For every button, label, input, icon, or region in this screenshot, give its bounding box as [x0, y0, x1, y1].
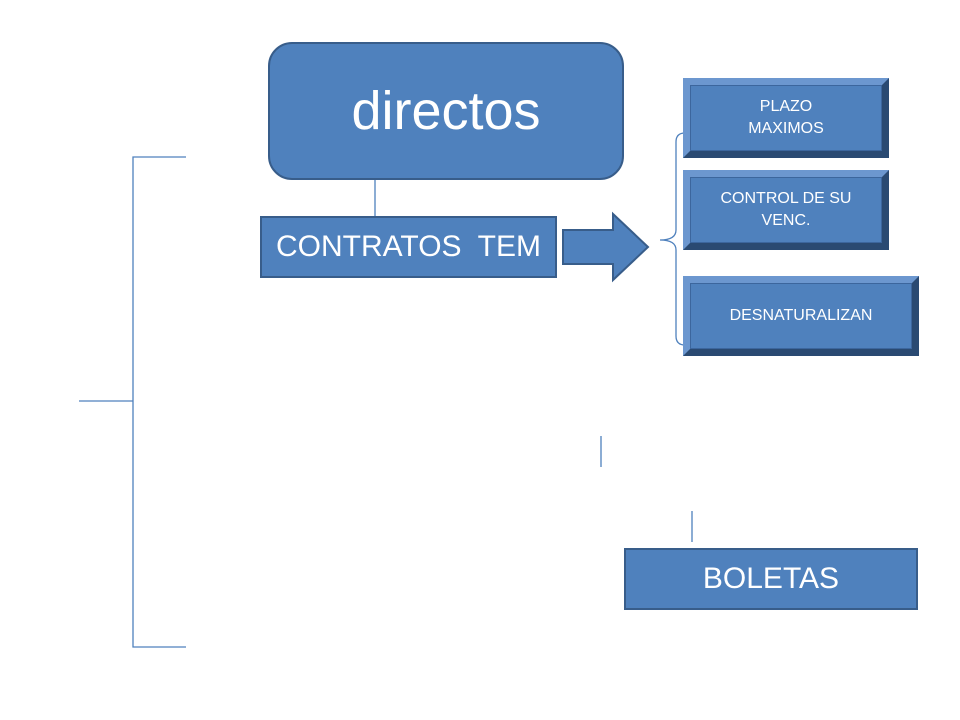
top-node-label: directos: [351, 81, 541, 141]
main-node-label: CONTRATOS TEM: [275, 230, 542, 263]
right-block-arrow: [562, 211, 650, 283]
main-node-contratos[interactable]: CONTRATOS TEM: [260, 216, 557, 278]
branch-label-desnaturalizan: DESNATURALIZAN: [729, 306, 873, 324]
branch-node-plazo[interactable]: PLAZO MAXIMOS: [683, 78, 889, 158]
branch-node-desnaturalizan[interactable]: DESNATURALIZAN: [683, 276, 919, 356]
top-node-directos[interactable]: directos: [268, 42, 624, 180]
bottom-node-label: BOLETAS: [702, 562, 840, 595]
bottom-node-boletas[interactable]: BOLETAS: [624, 548, 918, 610]
branch-label-control: CONTROL DE SU VENC.: [720, 189, 852, 229]
left-bracket: [79, 156, 186, 648]
branch-label-plazo: PLAZO MAXIMOS: [748, 97, 824, 137]
right-curly-brace: [659, 132, 686, 346]
branch-node-control[interactable]: CONTROL DE SU VENC.: [683, 170, 889, 250]
